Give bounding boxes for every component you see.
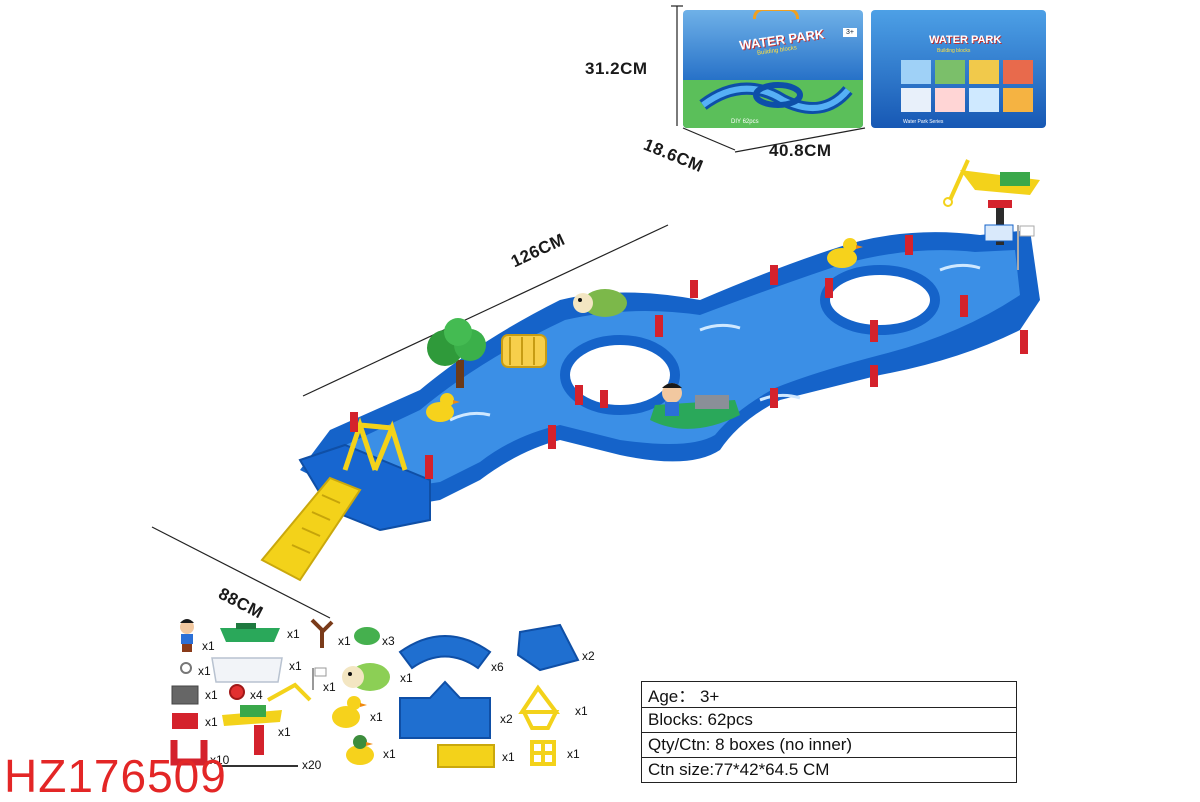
- turtle: [573, 289, 627, 317]
- box-width-label: 40.8CM: [769, 141, 832, 160]
- part-ramp: [437, 744, 495, 768]
- swing-frame: [342, 417, 408, 471]
- part-crane: [222, 682, 312, 755]
- part-flag: [312, 667, 327, 690]
- part-figure: [180, 619, 194, 652]
- qty-wheel-red: x4: [250, 688, 263, 702]
- station: [984, 224, 1014, 242]
- qty-block-grey: x1: [205, 688, 218, 702]
- track-loop-left: [560, 335, 680, 415]
- box-back-photo-grid: [901, 60, 1036, 112]
- part-wheel-red: [229, 684, 245, 700]
- qty-clip-red: x10: [210, 753, 230, 767]
- box-front-diy: DIY 62pcs: [731, 119, 759, 125]
- qty-boat: x1: [287, 627, 300, 641]
- tree: [427, 318, 486, 388]
- spec-age: Age： 3+: [641, 681, 1017, 708]
- spec-row-age: Age： 3+: [641, 681, 1017, 708]
- part-station: [211, 657, 283, 683]
- qty-station: x1: [289, 659, 302, 673]
- qty-junction-track: x2: [500, 712, 513, 726]
- qty-flag: x1: [323, 680, 336, 694]
- spec-row-size: Ctn size:77*42*64.5 CM: [641, 757, 1017, 783]
- crane: [943, 159, 1040, 245]
- box-back-title: WATER PARK: [929, 34, 1002, 46]
- qty-duck-big: x1: [370, 710, 383, 724]
- box-height-label: 31.2CM: [585, 59, 648, 78]
- water-wheel: [501, 334, 547, 368]
- qty-swing-frame: x1: [575, 704, 588, 718]
- box-front-handle: [753, 10, 799, 19]
- part-duck-small: [346, 735, 374, 765]
- yellow-ramp: [260, 476, 362, 582]
- item-code: HZ176509: [4, 750, 227, 802]
- box-back-series: Water Park Series: [903, 119, 944, 125]
- qty-connector: x20: [302, 758, 322, 772]
- box-back: WATER PARK Building blocks Water Park Se…: [871, 10, 1046, 128]
- qty-water-wheel: x1: [567, 747, 580, 761]
- spec-table: Age： 3+ Blocks: 62pcs Qty/Ctn: 8 boxes (…: [641, 681, 1017, 783]
- track-loop-right: [820, 265, 940, 335]
- red-clips: [350, 235, 1028, 479]
- part-swing-frame: [518, 684, 560, 730]
- part-block-grey: [171, 685, 199, 705]
- part-corner-piece: [516, 623, 580, 672]
- qty-hook: x1: [198, 664, 211, 678]
- box-front-track-image: [683, 80, 863, 128]
- part-block-red: [172, 713, 198, 729]
- qty-block-red: x1: [205, 715, 218, 729]
- part-junction-track: [399, 680, 491, 739]
- spec-qty-ctn: Qty/Ctn: 8 boxes (no inner): [641, 732, 1017, 758]
- spec-blocks: Blocks: 62pcs: [641, 707, 1017, 733]
- qty-corner-piece: x2: [582, 649, 595, 663]
- box-back-subtitle: Building blocks: [937, 48, 971, 54]
- part-boat: [220, 623, 280, 642]
- qty-ramp: x1: [502, 750, 515, 764]
- qty-tree: x1: [338, 634, 351, 648]
- qty-curved-track: x6: [491, 660, 504, 674]
- part-turtle: [342, 663, 390, 691]
- box-front: WATER PARK Building blocks 3+ DIY 62pcs: [683, 10, 863, 128]
- spec-row-qty: Qty/Ctn: 8 boxes (no inner): [641, 732, 1017, 758]
- duck-on-track-right: [827, 238, 863, 268]
- part-water-wheel: [530, 740, 556, 766]
- qty-bush: x3: [382, 634, 395, 648]
- flag: [1017, 225, 1035, 270]
- box-front-age: 3+: [843, 28, 857, 37]
- qty-duck-small: x1: [383, 747, 396, 761]
- qty-crane: x1: [278, 725, 291, 739]
- part-tree: [310, 618, 334, 648]
- spec-ctn-size: Ctn size:77*42*64.5 CM: [641, 757, 1017, 783]
- part-curved-track: [398, 635, 492, 670]
- spec-row-blocks: Blocks: 62pcs: [641, 707, 1017, 733]
- qty-figure: x1: [202, 639, 215, 653]
- part-bush: [354, 627, 380, 645]
- part-duck-big: [332, 696, 367, 728]
- duck-on-track-left: [426, 393, 460, 422]
- part-clip-red: [170, 740, 208, 766]
- part-hook: [180, 662, 192, 674]
- boat-with-figure: [650, 383, 740, 429]
- qty-turtle: x1: [400, 671, 413, 685]
